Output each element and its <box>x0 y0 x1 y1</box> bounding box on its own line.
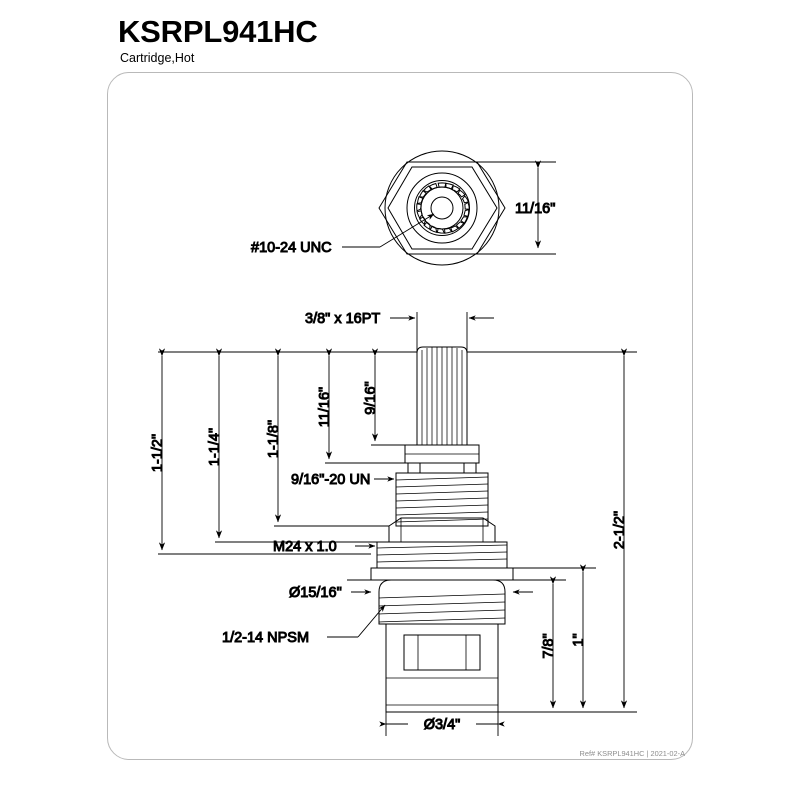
dimension-overall-upper <box>158 348 417 555</box>
dimension-stem-spline <box>390 312 494 352</box>
dimension-label-overall-length: 2-1/2" <box>612 511 628 549</box>
callout-label-stem-spline: 3/8" x 16PT <box>305 311 380 327</box>
dimension-label-spline-length: 9/16" <box>363 381 379 414</box>
callout-broach-thread <box>342 213 435 248</box>
dimension-label-stem-to-shoulder: 1-1/8" <box>266 420 282 458</box>
sheet-border <box>107 72 693 760</box>
dimension-stem-to-hex <box>215 348 417 543</box>
dimension-label-hex-across-flats: 11/16" <box>515 201 555 217</box>
spline-teeth <box>416 182 470 234</box>
dimension-label-flange-diameter: Ø15/16" <box>289 585 342 601</box>
page-subtitle: Cartridge,Hot <box>120 51 195 65</box>
front-view-geometry <box>370 346 514 713</box>
dimension-label-overall-upper: 1-1/2" <box>150 434 166 472</box>
page-title: KSRPL941HC <box>118 14 318 49</box>
dimension-base-diameter <box>379 712 505 736</box>
dimension-label-stem-upper: 11/16" <box>317 387 333 427</box>
dimension-flange-diameter <box>347 579 537 595</box>
callout-label-broach-thread: #10-24 UNC <box>251 240 332 256</box>
dimension-overall-length <box>467 348 637 713</box>
callout-label-inlet-thread: 1/2-14 NPSM <box>222 630 309 646</box>
callout-inlet-thread <box>327 604 386 638</box>
dimension-label-stem-to-hex: 1-1/4" <box>207 428 223 466</box>
dimension-label-body-length: 1" <box>571 633 587 646</box>
drawing-reference: Ref# KSRPL941HC | 2021-02-A <box>579 749 685 758</box>
dimension-label-lower-body-length: 7/8" <box>541 633 557 658</box>
callout-label-bonnet-thread: 9/16"-20 UN <box>291 472 370 488</box>
dimension-label-base-diameter: Ø3/4" <box>424 717 461 733</box>
top-view-geometry <box>342 150 556 266</box>
callout-label-metric-thread: M24 x 1.0 <box>273 539 337 555</box>
dimension-hex-across-flats <box>446 160 556 255</box>
